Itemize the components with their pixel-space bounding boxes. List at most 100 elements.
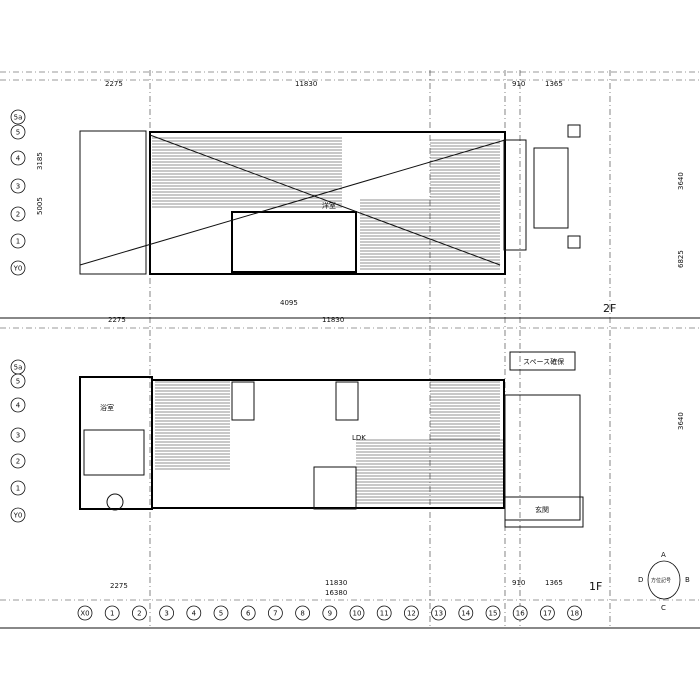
grid-y-marker (10, 507, 26, 523)
compass-w: D (638, 576, 643, 584)
diag-2f-a (79, 139, 506, 266)
plan-1f: スペース確保 玄関 浴室 LDK 1F (79, 351, 602, 593)
floor-label-1f: 1F (589, 580, 602, 593)
compass: 方位記号 A C D B (638, 551, 690, 612)
grid-y-label: 1 (16, 238, 20, 246)
grid-x-marker (403, 605, 419, 621)
dimensions: 2275 11830 910 1365 4095 2275 11830 2275… (36, 80, 685, 597)
grid-y-marker (10, 480, 26, 496)
grid-x-marker (458, 605, 474, 621)
bath-tile-1f (83, 429, 145, 476)
compass-icon (647, 560, 681, 600)
wall-1f-west (79, 376, 153, 510)
grid-x-label: 5 (219, 610, 223, 618)
grid-y-label: 4 (16, 155, 21, 163)
grid-x-label: 7 (273, 610, 277, 618)
dim-1f-2: 11830 (325, 579, 347, 587)
grid-x-marker (322, 605, 338, 621)
grid-x-label: 13 (434, 610, 443, 618)
toilet-1f (106, 493, 124, 511)
grid-y-label: Y0 (13, 265, 23, 273)
grid-y-marker (10, 260, 26, 276)
compass-n: A (661, 551, 666, 559)
grid-x-marker (267, 605, 283, 621)
grid-x-label: 1 (110, 610, 114, 618)
grid-y-marker (10, 124, 26, 140)
dim-1f-top-1: 2275 (108, 316, 126, 324)
grid-x-marker (376, 605, 392, 621)
grid-y-label: 5 (16, 378, 20, 386)
grid-y-marker (10, 373, 26, 389)
grid-y-marker (10, 150, 26, 166)
grid-x-marker (349, 605, 365, 621)
grid-y-marker (10, 109, 26, 125)
dim-1f-4: 910 (512, 579, 525, 587)
grid-x-label: 11 (380, 610, 389, 618)
dim-top-4: 1365 (545, 80, 563, 88)
grid-y-label: 3 (16, 432, 20, 440)
balcony-2f (503, 139, 527, 251)
stair-void-2f (231, 211, 357, 273)
grid-x-marker (240, 605, 256, 621)
dim-1f-1: 2275 (110, 582, 128, 590)
space-tag-box (509, 351, 576, 371)
entry-tag: 玄関 (535, 505, 549, 514)
grid-lines (0, 70, 700, 629)
column-2f-a (567, 124, 581, 138)
grid-x-label: 3 (164, 610, 168, 618)
grid-x-label: 12 (407, 610, 416, 618)
grid-y-label: 1 (16, 485, 20, 493)
grid-y-label: 5a (14, 364, 23, 372)
grid-x-marker (213, 605, 229, 621)
grid-x-label: 8 (300, 610, 304, 618)
grid-y-label: 5a (14, 114, 23, 122)
space-tag: スペース確保 (523, 357, 564, 366)
grid-y-label: 2 (16, 211, 20, 219)
dim-1f-3: 16380 (325, 589, 347, 597)
grid-y-label: 5 (16, 129, 20, 137)
compass-s: C (661, 604, 666, 612)
grid-y-marker (10, 233, 26, 249)
dim-side-1: 3640 (677, 172, 685, 190)
stair-1f (313, 466, 357, 510)
grid-x-marker (131, 605, 147, 621)
dim-top-2: 11830 (295, 80, 317, 88)
wall-2f-west (79, 130, 147, 275)
grid-x-marker (485, 605, 501, 621)
compass-e: B (685, 576, 690, 584)
grid-x-marker (431, 605, 447, 621)
grid-x-marker (295, 605, 311, 621)
grid-x-label: 10 (353, 610, 362, 618)
grid-x-label: 15 (489, 610, 498, 618)
grid-x-marker (567, 605, 582, 621)
grid-x-marker (159, 605, 175, 621)
dim-top-3: 910 (512, 80, 525, 88)
floor-label-2f: 2F (603, 302, 616, 315)
dim-side-3: 5005 (36, 197, 44, 215)
dim-2f-bottom: 4095 (280, 299, 298, 307)
dim-side-4: 3185 (36, 152, 44, 170)
room-label-1f: LDK (352, 434, 366, 442)
kitchen-counter-b (335, 381, 359, 421)
grid-x-label: 2 (137, 610, 141, 618)
grid-x-marker (104, 605, 120, 621)
grid-y-marker (10, 453, 26, 469)
grid-x-marker (186, 605, 202, 621)
grid-y-label: 2 (16, 458, 20, 466)
grid-y-label: 4 (16, 402, 21, 410)
grid-x-label: 17 (543, 610, 552, 618)
dim-side-5: 6825 (677, 250, 685, 268)
wall-2f-main (149, 131, 506, 275)
grid-x-label: 4 (192, 610, 197, 618)
grid-x-label: X0 (80, 610, 89, 618)
grid-y-label: 3 (16, 183, 20, 191)
floor-hatching (152, 137, 504, 504)
grid-x-label: 9 (328, 610, 332, 618)
grid-y-marker (10, 427, 26, 443)
kitchen-counter-a (231, 381, 255, 421)
grid-x-label: 14 (461, 610, 470, 618)
grid-x-marker (512, 605, 528, 621)
